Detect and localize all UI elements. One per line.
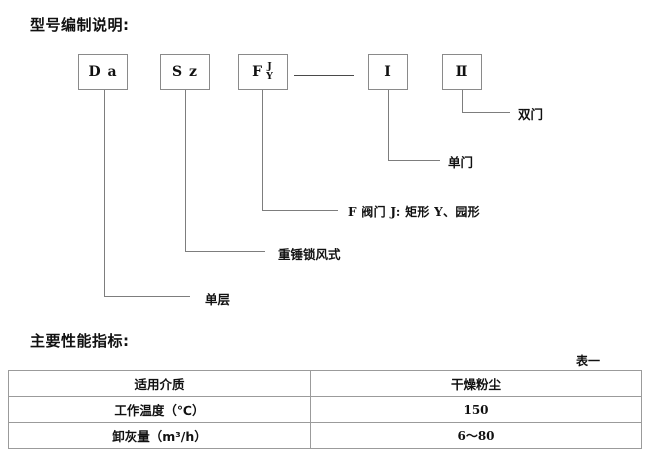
table-cell-value: 6～80: [310, 422, 642, 449]
leader-ii-horizontal: [462, 112, 510, 113]
code-box-ii-label: Ⅱ: [455, 64, 469, 80]
leader-f-horizontal: [262, 210, 338, 211]
code-box-da: D a: [78, 54, 128, 90]
callout-valve-type: F 阀门 J: 矩形 Y、园形: [348, 205, 480, 219]
table-cell-label: 工作温度（℃）: [8, 396, 311, 423]
leader-sz-vertical: [185, 90, 186, 252]
code-box-i: Ⅰ: [368, 54, 408, 90]
callout-rotary-lock: 重锤锁风式: [278, 247, 341, 262]
table-cell-value: 150: [310, 396, 642, 423]
table-cell-value: 干燥粉尘: [310, 370, 642, 397]
code-box-sz: S z: [160, 54, 210, 90]
code-box-i-label: Ⅰ: [384, 64, 392, 80]
table-cell-label: 适用介质: [8, 370, 311, 397]
code-box-f-fraction: J Y: [266, 62, 274, 81]
callout-double-door: 双门: [518, 107, 544, 122]
code-box-f-stack: F J Y: [252, 62, 274, 81]
leader-i-vertical: [388, 90, 389, 161]
code-box-f-sub: Y: [266, 71, 274, 82]
code-box-da-label: D a: [88, 64, 118, 80]
code-box-sz-label: S z: [172, 64, 198, 80]
leader-da-vertical: [104, 90, 105, 297]
leader-ii-vertical: [462, 90, 463, 113]
table-row: 工作温度（℃） 150: [8, 396, 642, 423]
connector-f-to-i: [294, 75, 354, 77]
table-cell-label: 卸灰量（m³/h）: [8, 422, 311, 449]
table-caption: 表一: [575, 354, 600, 368]
code-box-f: F J Y: [238, 54, 288, 90]
leader-f-vertical: [262, 90, 263, 211]
code-box-f-label: F: [252, 64, 264, 80]
page-title-model-coding: 型号编制说明:: [30, 16, 130, 34]
code-box-ii: Ⅱ: [442, 54, 482, 90]
leader-i-horizontal: [388, 160, 440, 161]
table-row: 卸灰量（m³/h） 6～80: [8, 422, 642, 449]
code-box-f-sup: J: [267, 61, 273, 73]
leader-da-horizontal: [104, 296, 190, 297]
page-title-performance: 主要性能指标:: [30, 332, 130, 350]
callout-single-door: 单门: [448, 155, 474, 170]
leader-sz-horizontal: [185, 251, 265, 252]
callout-single-layer: 单层: [205, 292, 231, 307]
model-code-diagram: D a S z F J Y Ⅰ Ⅱ 双门 单: [78, 54, 544, 307]
performance-table: 适用介质 干燥粉尘 工作温度（℃） 150 卸灰量（m³/h） 6～80: [8, 370, 642, 449]
table-row: 适用介质 干燥粉尘: [8, 370, 642, 397]
